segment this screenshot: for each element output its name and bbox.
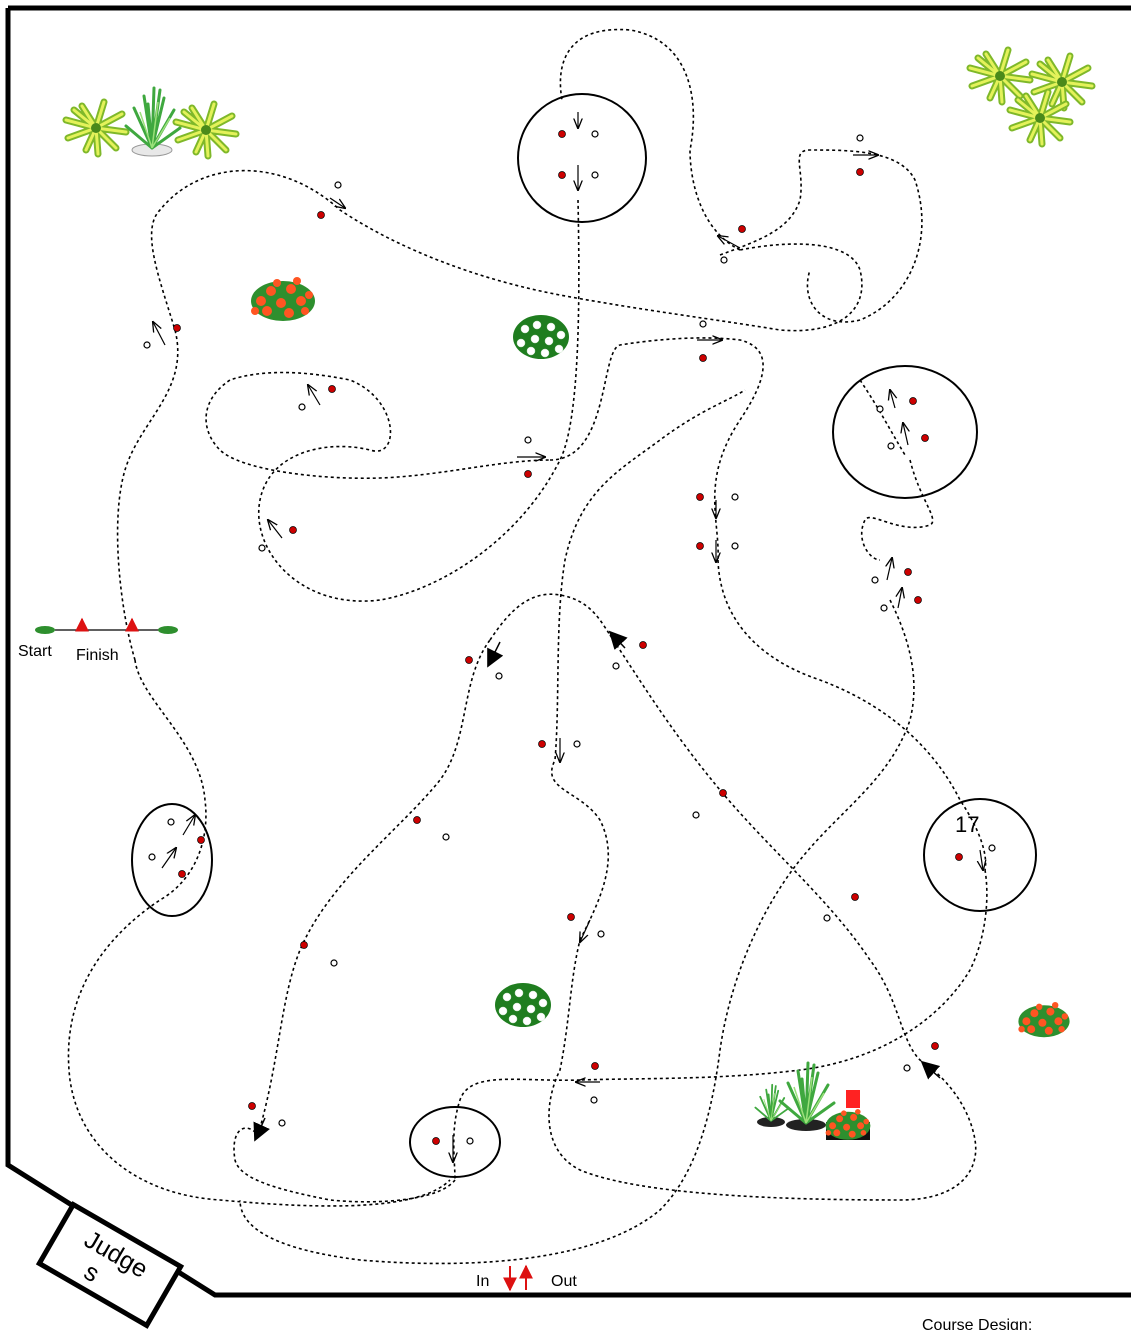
in-label: In: [476, 1273, 489, 1290]
out-label: Out: [551, 1273, 577, 1290]
flower-bush-icon: [251, 277, 315, 321]
arena-border: [5, 5, 1131, 1298]
course-design-label: Course Design:: [922, 1317, 1032, 1330]
route-arrows: [153, 112, 983, 1162]
plant-icon: [66, 86, 236, 156]
course-route: [67, 28, 988, 1265]
white-flower-bush-icon: [512, 314, 570, 360]
start-label: Start: [18, 643, 52, 660]
route-arrows-large: [253, 630, 941, 1142]
finish-label: Finish: [76, 647, 119, 664]
course-circles: [131, 93, 1037, 1178]
start-finish-line: [35, 617, 178, 634]
potted-plant-icon: [754, 1061, 871, 1140]
circle-left: [131, 803, 213, 917]
open-markers: [143, 130, 996, 1145]
red-markers: [173, 130, 963, 1145]
plant-icon: [970, 50, 1092, 144]
circle-bottom: [409, 1106, 501, 1178]
judges-box: Judge s: [35, 1201, 185, 1329]
flower-bush-icon: [1018, 1002, 1070, 1038]
circle-number: 17: [955, 812, 979, 837]
circle-right: [832, 365, 978, 499]
white-flower-bush-icon: [494, 982, 552, 1028]
circle-17: [923, 798, 1037, 912]
circle-top: [517, 93, 647, 223]
